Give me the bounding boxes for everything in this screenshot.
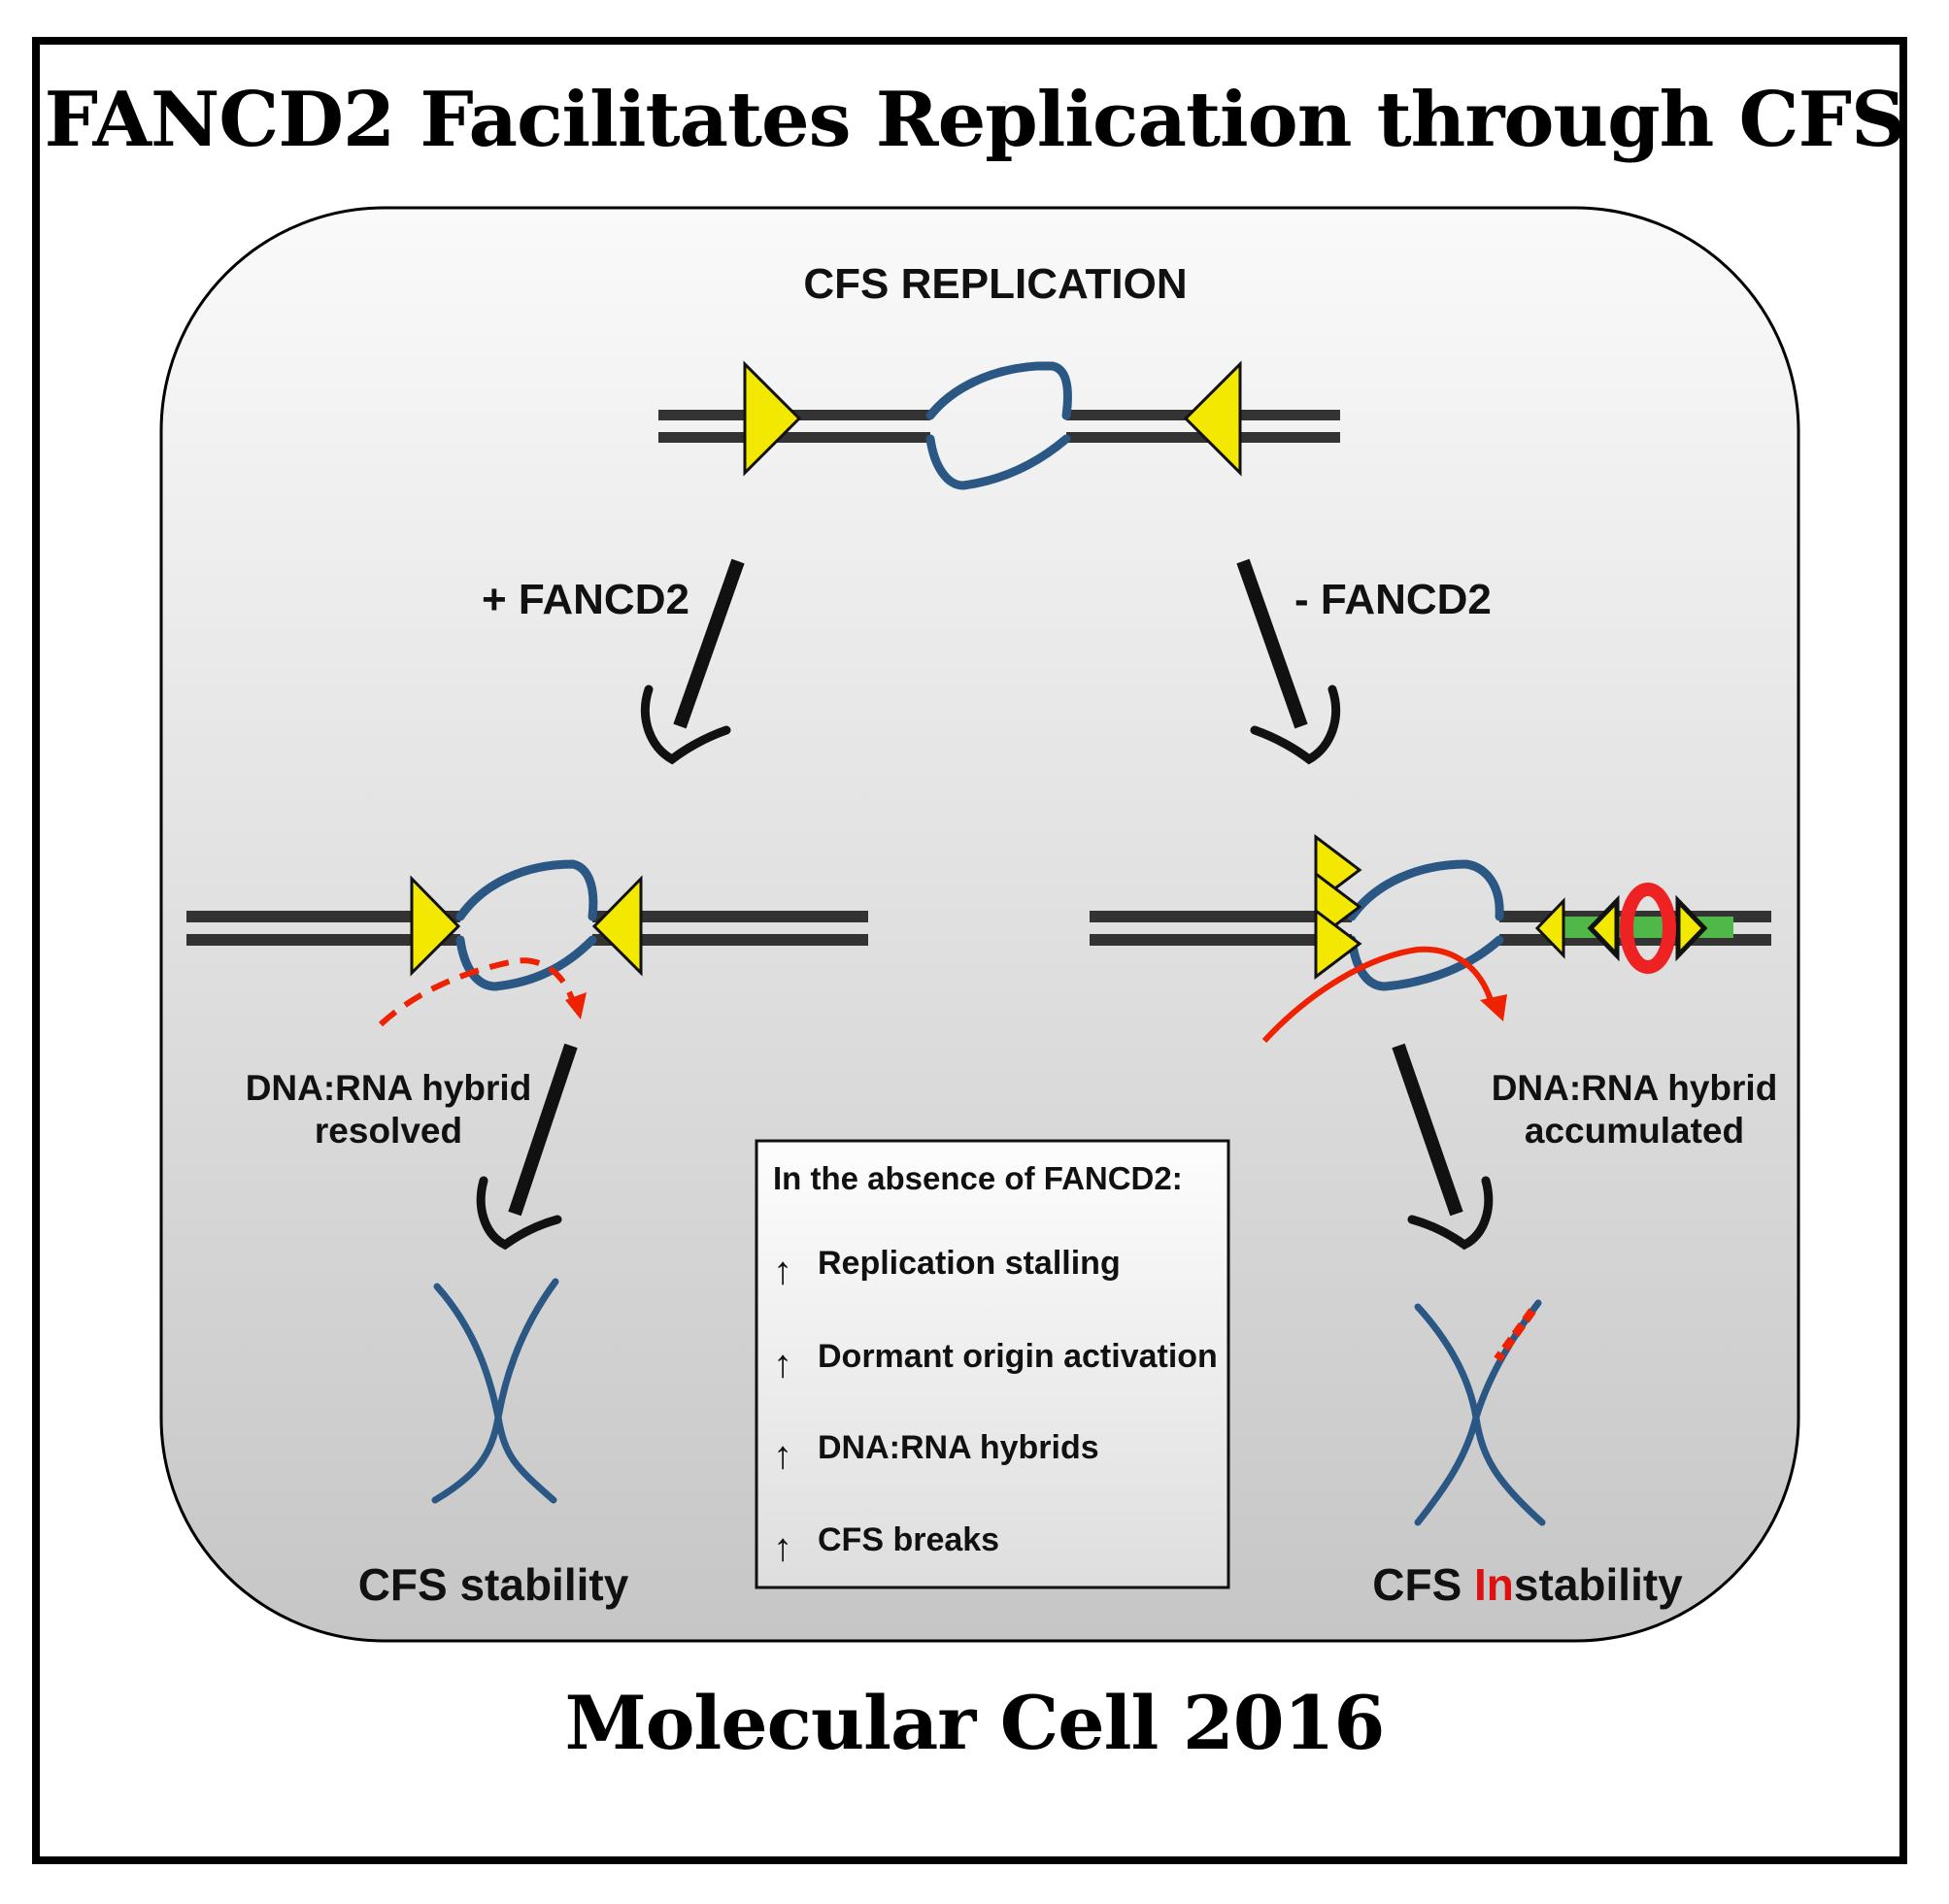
top-replication-bubble	[658, 360, 1340, 490]
up-arrow-icon: ↑	[773, 1434, 792, 1477]
dormant-origin-bar	[1559, 917, 1733, 938]
arrow-to-instability	[1392, 1043, 1494, 1251]
left-fork-structure	[186, 859, 868, 1027]
up-arrow-icon: ↑	[773, 1343, 792, 1386]
info-box-item: DNA:RNA hybrids	[818, 1429, 1099, 1466]
content-panel	[159, 206, 1800, 1643]
cfs-replication-label: CFS REPLICATION	[803, 260, 1187, 308]
info-box-heading: In the absence of FANCD2:	[773, 1160, 1183, 1196]
broken-chromosome	[1414, 1299, 1546, 1526]
info-box-item: CFS breaks	[818, 1521, 999, 1558]
info-box-item: Dormant origin activation	[818, 1338, 1218, 1375]
left-fork-triangle	[743, 360, 802, 477]
mcm-origin-ring	[1620, 883, 1676, 974]
up-arrow-icon: ↑	[773, 1250, 792, 1292]
stable-chromosome	[431, 1278, 559, 1504]
minus-fancd2-label: - FANCD2	[1294, 576, 1492, 623]
accumulated-label-line2: accumulated	[1525, 1111, 1744, 1151]
cfs-instability-label: CFS Instability	[1372, 1559, 1683, 1610]
arrow-to-stability	[476, 1043, 578, 1251]
journal-citation: Molecular Cell 2016	[564, 1680, 1386, 1766]
plus-fancd2-label: + FANCD2	[482, 576, 689, 623]
up-arrow-icon: ↑	[773, 1526, 792, 1569]
resolved-label-line2: resolved	[315, 1111, 462, 1151]
accumulated-label-line1: DNA:RNA hybrid	[1492, 1068, 1778, 1108]
resolved-hybrid-arrow	[378, 957, 576, 1027]
arrow-minus-fancd2	[1236, 558, 1340, 765]
cfs-break-mark	[1494, 1308, 1536, 1362]
accumulated-hybrid-arrow	[1261, 946, 1494, 1044]
right-fork-triangle	[1183, 360, 1242, 477]
figure-title: FANCD2 Facilitates Replication through C…	[44, 76, 1906, 164]
right-fork-structure	[1090, 833, 1771, 1044]
cfs-stability-label: CFS stability	[358, 1559, 629, 1610]
info-box-item: Replication stalling	[818, 1245, 1121, 1282]
arrow-plus-fancd2	[641, 558, 745, 765]
info-box: In the absence of FANCD2: ↑ Replication s…	[755, 1139, 1230, 1589]
resolved-label-line1: DNA:RNA hybrid	[246, 1068, 532, 1108]
